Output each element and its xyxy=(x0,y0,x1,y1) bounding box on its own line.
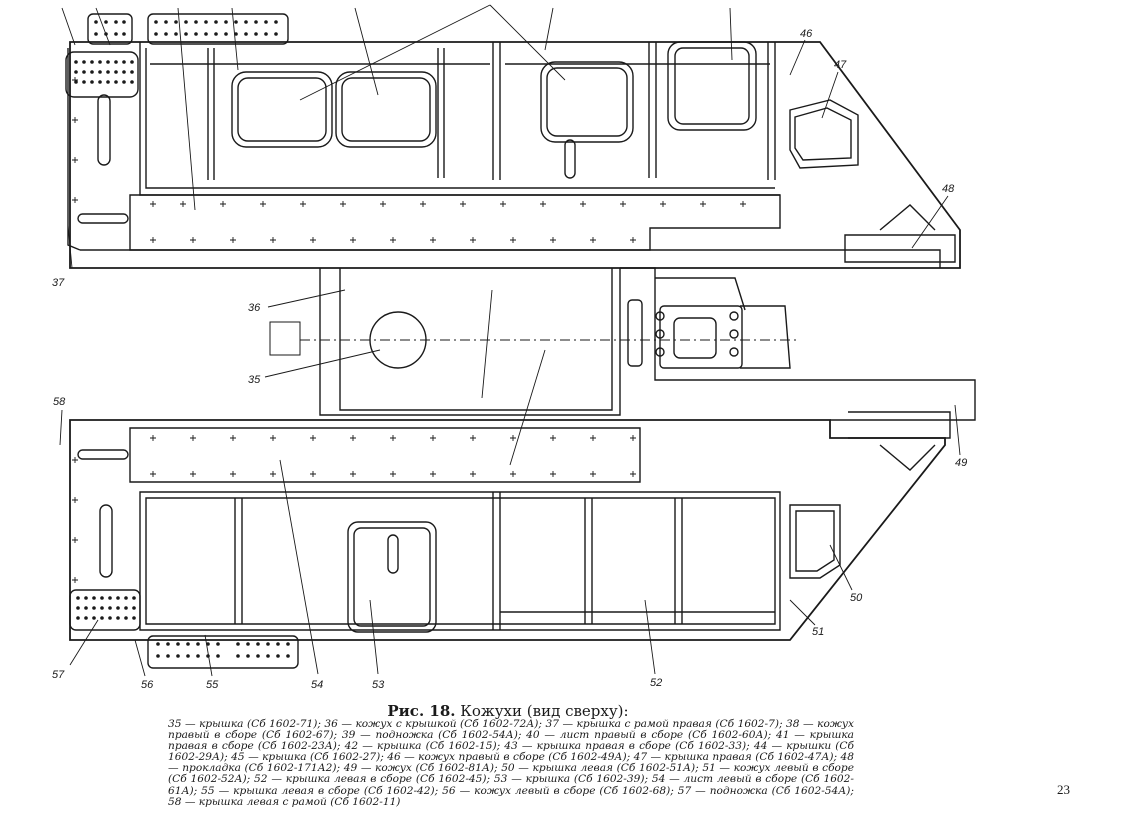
caption-title: Кожухи (вид сверху): xyxy=(460,702,629,720)
callout-46: 46 xyxy=(800,28,813,40)
callout-35: 35 xyxy=(248,374,261,386)
callout-56: 56 xyxy=(141,679,154,691)
callout-labels: 46 47 48 37 36 35 58 49 50 51 57 56 55 5… xyxy=(52,28,967,691)
lower-fender-assembly xyxy=(69,379,976,669)
figure-caption: Рис. 18. Кожухи (вид сверху): xyxy=(168,702,848,720)
bolt-marks xyxy=(72,77,746,583)
callout-49: 49 xyxy=(955,457,967,469)
callout-53: 53 xyxy=(372,679,385,691)
callout-47: 47 xyxy=(834,59,847,71)
callout-50: 50 xyxy=(850,592,863,604)
callout-54: 54 xyxy=(311,679,323,691)
callout-37: 37 xyxy=(52,277,65,289)
callout-52: 52 xyxy=(650,677,662,689)
callout-55: 55 xyxy=(206,679,219,691)
upper-fender-assembly xyxy=(65,13,961,269)
caption-label: Рис. 18. xyxy=(387,702,456,720)
footstep-upper-dots xyxy=(74,20,278,84)
leader-lines xyxy=(59,4,961,677)
callout-57: 57 xyxy=(52,669,65,681)
callout-48: 48 xyxy=(942,183,955,195)
page-number: 23 xyxy=(1057,782,1070,797)
figure-legend: 35 — крышка (Сб 1602-71); 36 — кожух с к… xyxy=(168,718,854,808)
callout-36: 36 xyxy=(248,302,261,314)
center-housing xyxy=(269,267,830,466)
footstep-lower-dots xyxy=(76,596,290,658)
callout-51: 51 xyxy=(812,626,824,638)
callout-58: 58 xyxy=(53,396,66,408)
